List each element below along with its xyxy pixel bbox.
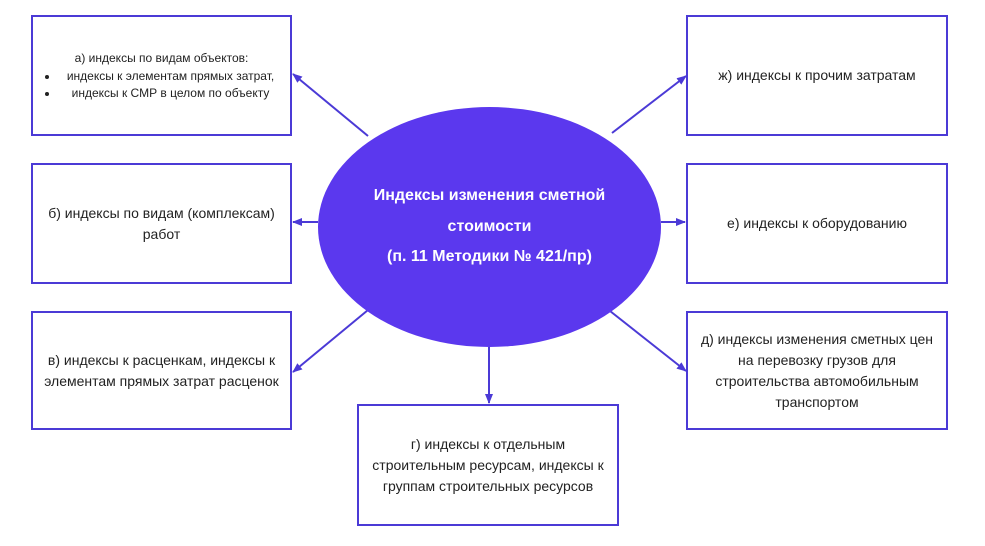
- box-v-text: в) индексы к расценкам, индексы к элемен…: [44, 351, 279, 389]
- box-zh-other-costs: ж) индексы к прочим затратам: [686, 15, 948, 136]
- box-a-item-smr-total: индексы к СМР в целом по объекту: [59, 85, 282, 101]
- center-ellipse: Индексы изменения сметной стоимости (п. …: [318, 107, 661, 347]
- box-e-text: е) индексы к оборудованию: [727, 215, 907, 231]
- arrow-to-box-zh: [611, 75, 687, 134]
- arrow-to-box-v: [292, 309, 369, 373]
- box-d-text: д) индексы изменения сметных цен на пере…: [700, 330, 934, 410]
- box-d-freight: д) индексы изменения сметных цен на пере…: [686, 311, 948, 430]
- box-v-rates: в) индексы к расценкам, индексы к элемен…: [31, 311, 292, 430]
- box-zh-text: ж) индексы к прочим затратам: [718, 67, 916, 83]
- box-a-list: индексы к элементам прямых затрат, индек…: [41, 68, 282, 100]
- box-g-text: г) индексы к отдельным строительным ресу…: [372, 435, 604, 494]
- box-e-equipment: е) индексы к оборудованию: [686, 163, 948, 284]
- center-title-line-1: Индексы изменения сметной: [373, 187, 606, 205]
- box-a-title: а) индексы по видам объектов:: [74, 51, 249, 66]
- box-a-item-direct-costs: индексы к элементам прямых затрат,: [59, 68, 282, 84]
- center-title-line-2: стоимости: [447, 217, 532, 235]
- box-b-text: б) индексы по видам (комплексам) работ: [48, 204, 275, 242]
- center-title-line-3: (п. 11 Методики № 421/пр): [387, 248, 592, 266]
- arrow-to-box-a: [292, 73, 369, 137]
- box-a-object-types: а) индексы по видам объектов: индексы к …: [31, 15, 292, 136]
- arrow-to-box-d: [609, 310, 687, 372]
- box-g-resources: г) индексы к отдельным строительным ресу…: [357, 404, 619, 526]
- box-b-work-types: б) индексы по видам (комплексам) работ: [31, 163, 292, 284]
